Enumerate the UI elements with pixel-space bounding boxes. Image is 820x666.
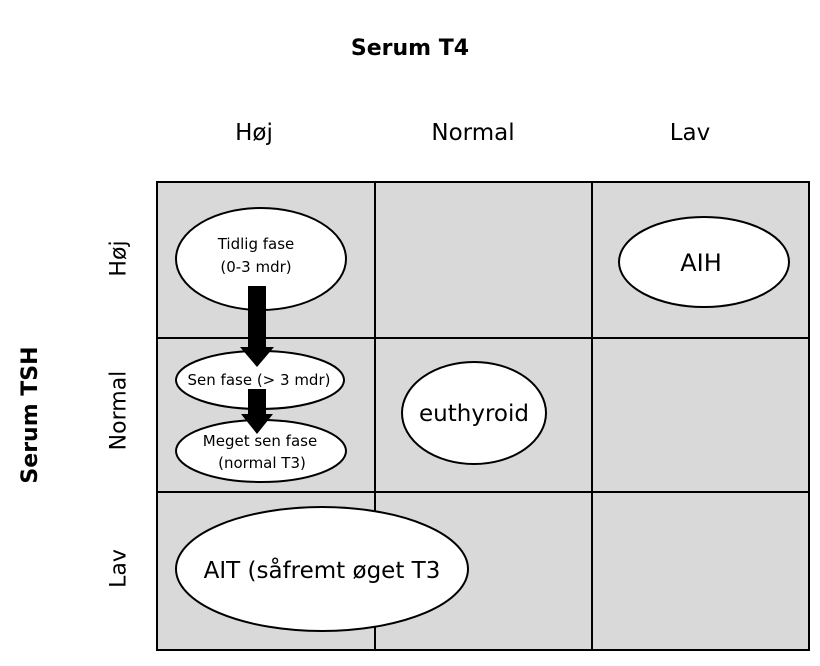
- early-phase-label-line2: (0-3 mdr): [220, 258, 291, 276]
- column-header-lav: Lav: [669, 120, 711, 146]
- arrow-early-to-late: [240, 286, 274, 367]
- euthyroid-label: euthyroid: [419, 401, 529, 427]
- very-late-phase-label-line1: Meget sen fase: [203, 432, 317, 450]
- arrow-late-to-very-late: [241, 389, 273, 434]
- ait-label: AIT (såfremt øget T3: [204, 556, 441, 584]
- column-header-normal: Normal: [431, 120, 515, 146]
- ait-ellipse: [175, 506, 469, 632]
- very-late-phase-ellipse: [175, 419, 347, 483]
- euthyroid-ellipse: [401, 361, 547, 465]
- serum-t4-title: Serum T4: [350, 36, 470, 61]
- late-phase-label: Sen fase (> 3 mdr): [188, 371, 331, 389]
- column-header-hoj: Høj: [235, 120, 273, 146]
- aih-ellipse: [618, 216, 790, 308]
- very-late-phase-label-line2: (normal T3): [218, 454, 306, 472]
- aih-label: AIH: [680, 249, 722, 277]
- early-phase-label-line1: Tidlig fase: [217, 235, 295, 253]
